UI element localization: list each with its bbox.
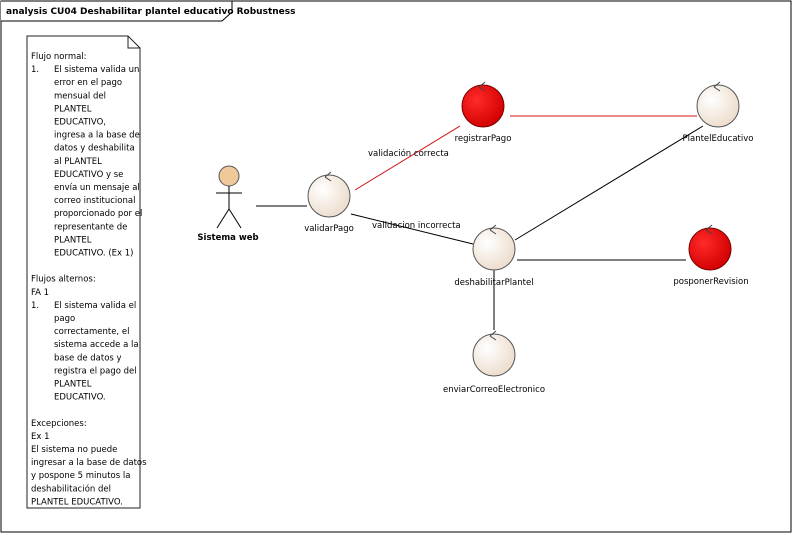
control-circle — [472, 333, 516, 377]
note-list-number: 1. — [31, 65, 39, 75]
note-line: mensual del — [54, 91, 106, 101]
node-label: deshabilitarPlantel — [454, 278, 533, 288]
note-line: El sistema valida el — [54, 301, 136, 311]
note-line: Flujo normal: — [31, 52, 87, 62]
note-line: PLANTEL — [54, 380, 92, 390]
note-line: base de datos y — [54, 353, 122, 363]
note-line: proporcionado por el — [54, 209, 142, 219]
note-line: error en el pago — [54, 78, 122, 88]
control-enviarcorreoelectronico[interactable]: enviarCorreoElectronico — [443, 330, 545, 395]
note-line: pago — [54, 314, 75, 324]
control-circle — [307, 174, 351, 218]
control-arrow-icon — [489, 330, 497, 341]
note-line: EDUCATIVO, — [54, 118, 106, 128]
control-planteleducativo[interactable]: PlantelEducativo — [683, 81, 754, 144]
note-line: EDUCATIVO. (Ex 1) — [54, 249, 133, 259]
actor-label: Sistema web — [197, 233, 258, 243]
control-arrow-icon — [713, 81, 721, 92]
note-line: al PLANTEL — [54, 157, 102, 167]
node-label: registrarPago — [455, 134, 512, 144]
node-label: enviarCorreoElectronico — [443, 385, 545, 395]
edge-validarpago-registrarpago — [354, 125, 461, 191]
actor-head — [218, 165, 240, 187]
note-line: El sistema no puede — [31, 445, 117, 455]
note: Flujo normal: 1. El sistema valida un error… — [26, 35, 147, 509]
note-line: EDUCATIVO y se — [54, 170, 123, 180]
note-line: EDUCATIVO. — [54, 393, 106, 403]
actor-left-leg — [216, 208, 230, 229]
control-arrow-icon — [489, 224, 497, 235]
note-line: deshabilitación del — [31, 483, 111, 494]
diagram-title: analysis CU04 Deshabilitar plantel educa… — [6, 7, 295, 17]
node-label: validarPago — [304, 224, 354, 234]
diagram-title-tab — [1, 0, 233, 22]
note-shape — [26, 35, 141, 509]
note-line: PLANTEL — [54, 104, 92, 114]
edge-deshabilitar-plantel — [514, 125, 704, 241]
control-circle — [696, 84, 740, 128]
control-circle — [461, 84, 505, 128]
note-line: registra el pago del — [54, 366, 137, 376]
control-circle — [472, 227, 516, 271]
note-text: Flujo normal: 1. El sistema valida un error… — [31, 52, 147, 507]
control-posponerrevision[interactable]: posponerRevision — [673, 224, 749, 287]
note-line: FA 1 — [31, 288, 49, 298]
edge-label-validacion-incorrecta: validacion incorrecta — [372, 221, 461, 231]
edge-label-validacion-correcta: validación correcta — [368, 148, 449, 159]
control-validarpago[interactable]: validarPago — [304, 171, 354, 234]
note-fold — [127, 36, 140, 49]
note-line: PLANTEL EDUCATIVO. — [31, 497, 123, 507]
edge-validarpago-deshabilitar — [350, 213, 474, 245]
note-line: correctamente, el — [54, 327, 129, 337]
note-line: y pospone 5 minutos la — [31, 471, 130, 481]
node-label: posponerRevision — [673, 277, 748, 287]
note-line: PLANTEL — [54, 235, 92, 245]
note-line: correo institucional — [54, 196, 135, 206]
actor-right-leg — [228, 208, 242, 229]
control-arrow-icon — [324, 171, 332, 182]
control-registrarpago[interactable]: registrarPago — [455, 81, 512, 144]
note-line: datos y deshabilita — [54, 144, 135, 154]
note-line: Ex 1 — [31, 432, 50, 442]
note-list-number: 1. — [31, 301, 39, 311]
note-line: ingresar a la base de datos — [31, 458, 147, 468]
node-label: PlantelEducativo — [683, 134, 754, 144]
note-line: Excepciones: — [31, 419, 87, 429]
note-line: representante de — [54, 222, 127, 232]
actor-sistema-web[interactable]: Sistema web — [197, 165, 259, 243]
note-line: ingresa a la base de — [54, 131, 140, 141]
note-line: El sistema valida un — [54, 65, 139, 75]
control-arrow-icon — [478, 81, 486, 92]
note-line: Flujos alternos: — [31, 275, 96, 285]
control-circle — [688, 227, 732, 271]
control-deshabilitarplantel[interactable]: deshabilitarPlantel — [454, 224, 534, 288]
note-line: envía un mensaje al — [54, 183, 140, 193]
note-line: sistema accede a la — [54, 340, 139, 350]
control-arrow-icon — [705, 224, 713, 235]
